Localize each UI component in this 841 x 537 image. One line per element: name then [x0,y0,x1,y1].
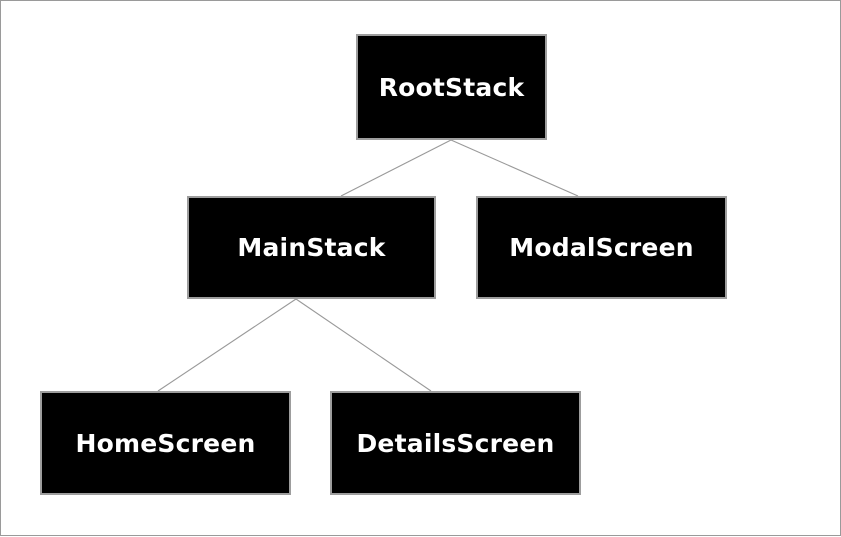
node-detailsscreen[interactable]: DetailsScreen [330,391,581,495]
node-rootstack-label: RootStack [378,72,525,102]
node-rootstack[interactable]: RootStack [356,34,547,140]
node-detailsscreen-label: DetailsScreen [356,428,555,458]
edge-rootstack-modalscreen [450,139,579,197]
node-modalscreen-label: ModalScreen [509,233,694,262]
node-mainstack[interactable]: MainStack [187,196,436,299]
node-homescreen-label: HomeScreen [75,428,256,458]
node-mainstack-label: MainStack [237,233,386,262]
edge-mainstack-detailsscreen [295,298,432,392]
edge-mainstack-homescreen [157,298,297,392]
node-modalscreen[interactable]: ModalScreen [476,196,727,299]
edge-rootstack-mainstack [340,139,452,197]
node-homescreen[interactable]: HomeScreen [40,391,291,495]
